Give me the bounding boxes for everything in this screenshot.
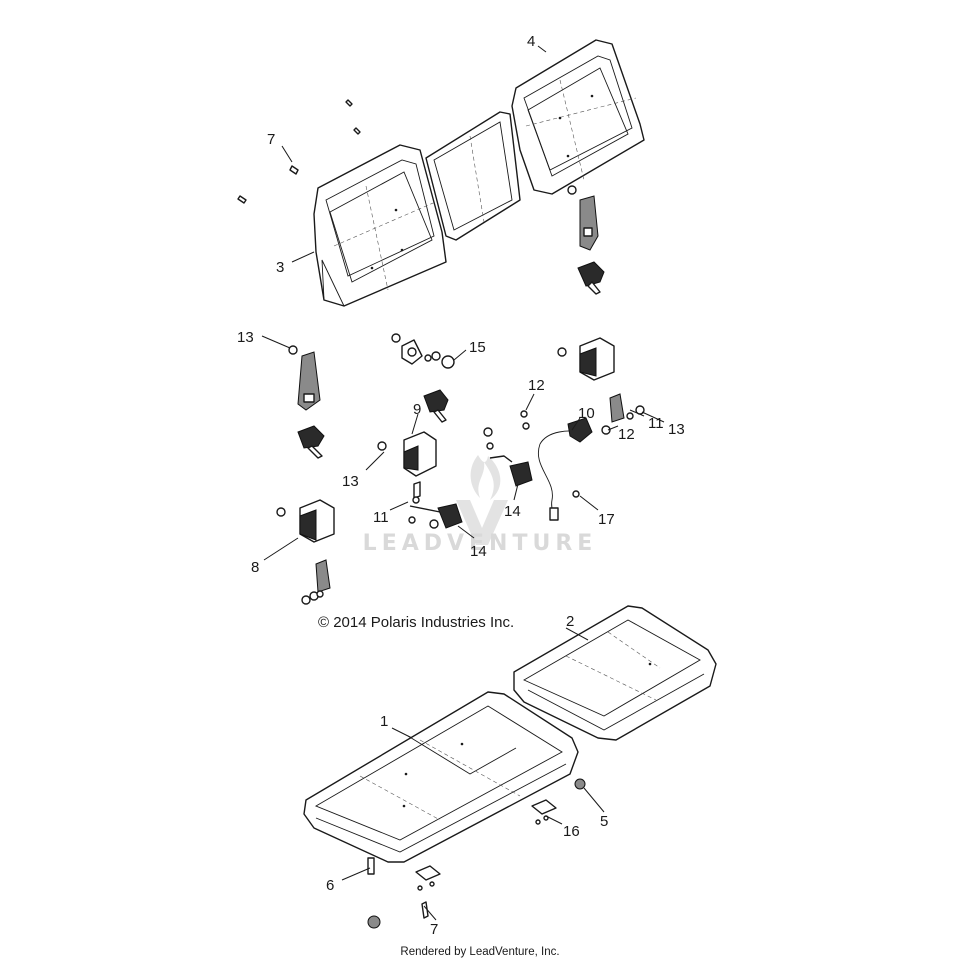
callout-labels: 4 7 3 13 15 12 9 10 13 11 12 13 11 14 17…	[237, 33, 685, 938]
callout-17: 17	[598, 511, 615, 528]
footer-text: Rendered by LeadVenture, Inc.	[400, 946, 559, 958]
callout-9: 9	[413, 401, 421, 418]
callout-14-left: 14	[470, 543, 487, 560]
callout-6: 6	[326, 877, 334, 894]
d-ring-assembly	[391, 333, 455, 369]
copyright-text: © 2014 Polaris Industries Inc.	[318, 614, 514, 631]
leadventure-watermark: LEADVENTURE	[363, 455, 598, 556]
callout-7-bottom: 7	[430, 921, 438, 938]
callout-8: 8	[251, 559, 259, 576]
callout-10: 10	[578, 405, 595, 422]
callout-13-left: 13	[237, 329, 254, 346]
retractor-8	[276, 499, 335, 543]
callout-4: 4	[527, 33, 535, 50]
callout-1: 1	[380, 713, 388, 730]
watermark-v-icon	[456, 500, 508, 545]
hardware-lower	[367, 778, 586, 929]
callout-5: 5	[600, 813, 608, 830]
middle-seat-back	[425, 111, 521, 241]
watermark-text: LEADVENTURE	[363, 531, 598, 556]
center-buckle	[423, 389, 449, 423]
retractor-9	[377, 431, 437, 477]
right-seat-back	[511, 39, 645, 195]
top-screws	[237, 99, 361, 204]
callout-14-right: 14	[504, 503, 521, 520]
callout-12-upper: 12	[528, 377, 545, 394]
callout-2: 2	[566, 613, 574, 630]
callout-13-right: 13	[668, 421, 685, 438]
callout-13-middle: 13	[342, 473, 359, 490]
callout-15: 15	[469, 339, 486, 356]
lower-left-anchor	[301, 559, 331, 605]
right-lower-anchor	[601, 393, 645, 435]
left-belt-anchor	[288, 345, 325, 459]
callout-11-left: 11	[373, 509, 389, 526]
callout-11-right: 11	[648, 415, 664, 432]
left-seat-bottom	[303, 691, 579, 863]
left-seat-back	[313, 144, 447, 307]
callout-12-right: 12	[618, 426, 635, 443]
callout-16: 16	[563, 823, 580, 840]
callout-7-top: 7	[267, 131, 275, 148]
center-belt-assembly	[408, 410, 593, 529]
callout-3: 3	[276, 259, 284, 276]
retractor-right	[557, 337, 615, 381]
right-upper-belt-anchor	[567, 185, 605, 295]
right-seat-bottom	[513, 605, 717, 741]
leader-lines	[261, 45, 665, 921]
watermark-flame-icon	[470, 455, 501, 500]
